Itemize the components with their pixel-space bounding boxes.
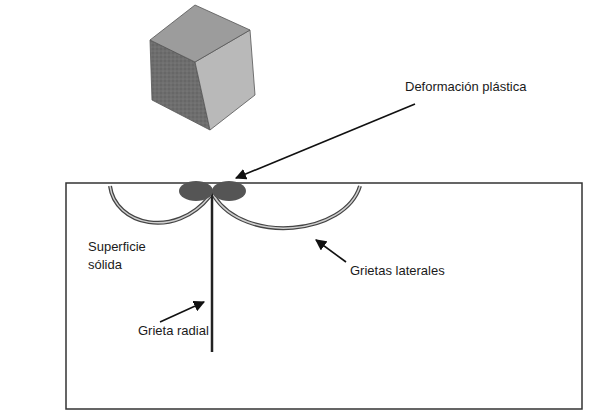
- cube-indenter: [150, 5, 255, 130]
- part-label: Superficie sólida: [88, 238, 168, 274]
- part-label: Grietas laterales: [350, 262, 445, 280]
- solid-block: [66, 183, 582, 409]
- plastic-zone: [179, 181, 246, 201]
- leader-arrows: [160, 104, 415, 322]
- radial-crack: [211, 190, 214, 352]
- part-label: Grieta radial: [138, 322, 209, 340]
- part-label: Deformación plástica: [405, 78, 526, 96]
